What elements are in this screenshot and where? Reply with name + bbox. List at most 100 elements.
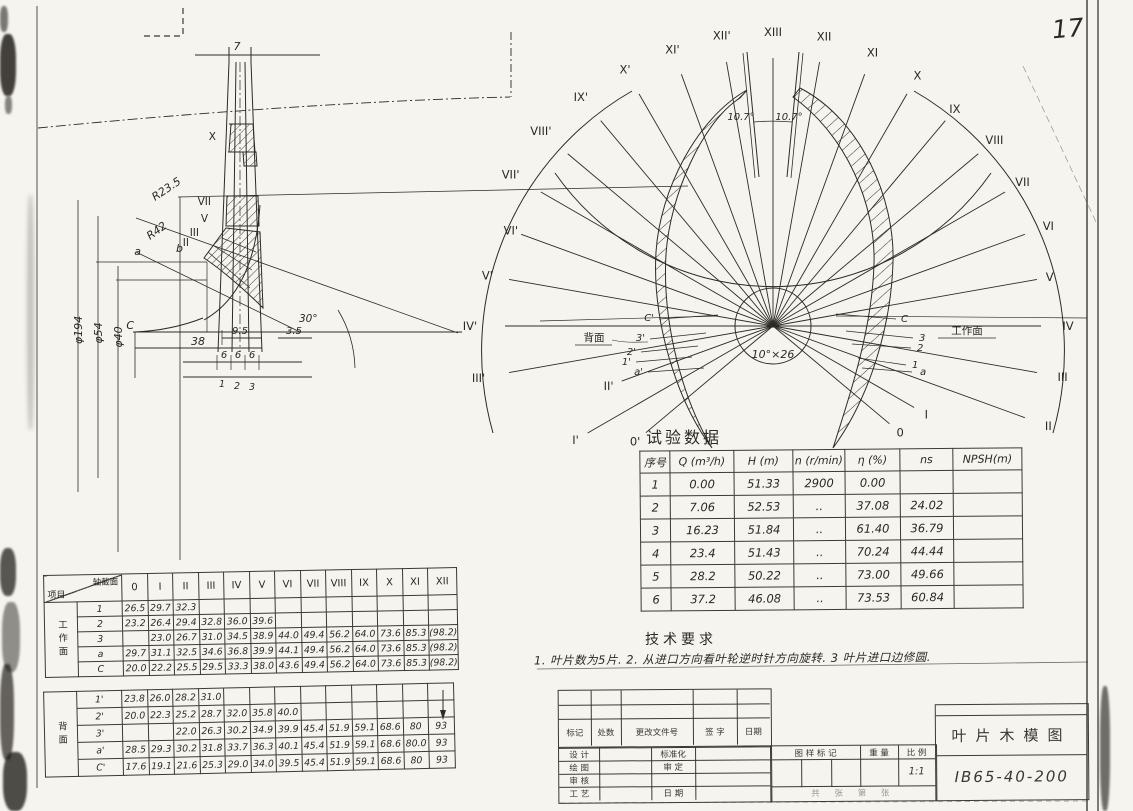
coord-cell bbox=[377, 610, 404, 627]
coord-cell: 33.7 bbox=[224, 738, 251, 757]
drawing-title-box: 叶片木模图 IB65-40-200 bbox=[934, 703, 1090, 802]
coord-cell: 20.0 bbox=[121, 706, 148, 725]
coord-cell: 59.1 bbox=[352, 735, 379, 754]
fan-ray-VIII' bbox=[567, 153, 774, 327]
corner-label-bottom: 项目 bbox=[47, 590, 66, 601]
test-cell bbox=[899, 470, 954, 494]
fan-ray-label-VIII: VIII bbox=[985, 133, 1003, 147]
dim-index-1: 1 bbox=[219, 379, 225, 390]
coord-cell: 56.2 bbox=[327, 656, 353, 673]
coord-group-label: 背面 bbox=[43, 691, 79, 778]
sig-date: 日 期 bbox=[651, 785, 697, 801]
test-col-header-6: NPSH(m) bbox=[952, 447, 1022, 471]
coord-cell: 93 bbox=[428, 733, 455, 752]
coord-row-name: C bbox=[78, 660, 124, 677]
fan-ray-X bbox=[772, 93, 908, 327]
test-cell: 4 bbox=[640, 541, 671, 566]
fan-ray-label-VI': VI' bbox=[504, 224, 518, 238]
fan-ray-0 bbox=[772, 325, 890, 425]
coord-cell bbox=[122, 630, 149, 646]
coord-cell: 80 bbox=[402, 717, 429, 736]
stream-leader-2' bbox=[640, 345, 699, 353]
coord-cell bbox=[300, 612, 327, 628]
coord-row-name: 2 bbox=[77, 615, 123, 632]
coord-cell: 39.6 bbox=[249, 613, 276, 629]
coord-cell: 31.8 bbox=[199, 739, 226, 757]
coord-cell: 22.2 bbox=[148, 659, 175, 676]
fan-ray-labels: 0IIIIIIIVVVIVIIVIIIIXXXIXIIXIIIXII'XI'X'… bbox=[463, 25, 1074, 449]
section-label-II: II bbox=[183, 237, 189, 249]
test-cell bbox=[953, 538, 1023, 563]
coord-cell bbox=[325, 685, 352, 703]
coord-cell: 56.2 bbox=[326, 626, 353, 643]
scan-artifact bbox=[0, 34, 16, 96]
fan-ray-label-VII': VII' bbox=[502, 168, 520, 182]
stream-leader-1' bbox=[635, 356, 693, 363]
coord-cell: 59.1 bbox=[351, 718, 378, 737]
test-cell: 0.00 bbox=[670, 472, 735, 496]
coord-cell: 34.5 bbox=[224, 628, 251, 645]
coord-cell: 56.2 bbox=[326, 641, 353, 658]
coord-cell: 45.4 bbox=[301, 736, 328, 755]
scan-artifact bbox=[3, 752, 27, 811]
coord-cell: 49.4 bbox=[301, 642, 328, 658]
section-label-VII: VII bbox=[198, 196, 211, 208]
coord-row-name: a bbox=[77, 645, 124, 662]
coord-cell bbox=[147, 723, 174, 741]
test-cell: 52.53 bbox=[734, 494, 794, 519]
coord-col-header-IV: IV bbox=[223, 571, 250, 600]
fan-ray-I bbox=[772, 325, 915, 408]
coord-cell: 29.7 bbox=[122, 645, 149, 661]
coord-cell: 44.1 bbox=[275, 642, 302, 659]
coord-col-header-XII: XII bbox=[427, 567, 457, 596]
fan-ray-label-IX': IX' bbox=[574, 90, 588, 104]
test-cell: 50.22 bbox=[734, 563, 794, 588]
coord-cell: 39.9 bbox=[250, 643, 277, 659]
coord-cell: 34.9 bbox=[249, 720, 276, 739]
fan-annotations: 10.7° 10.7° 10°×26 工作面 背面 bbox=[584, 112, 983, 361]
coord-cell bbox=[351, 596, 378, 612]
coord-cell: 26.0 bbox=[147, 689, 173, 707]
scan-artifact bbox=[0, 548, 16, 596]
coord-cell: 29.0 bbox=[225, 755, 251, 774]
fan-ray-VIII bbox=[772, 153, 979, 327]
coord-cell: 20.0 bbox=[123, 660, 149, 676]
coord-cell: 73.6 bbox=[377, 640, 404, 657]
test-cell: .. bbox=[793, 586, 847, 610]
scan-artifact bbox=[2, 602, 20, 672]
test-cell: 2 bbox=[640, 495, 671, 520]
coord-cell bbox=[402, 595, 429, 611]
sheet-count-note: 共 张 第 张 bbox=[811, 788, 896, 800]
fan-ray-label-XII: XII bbox=[817, 29, 832, 43]
fan-ray-X' bbox=[638, 93, 774, 327]
coord-row-name: 1 bbox=[77, 600, 123, 617]
coord-cell: 23.8 bbox=[121, 689, 148, 708]
coord-cell: 34.6 bbox=[199, 644, 226, 660]
fan-ray-IX' bbox=[600, 120, 774, 327]
coord-cell: 68.6 bbox=[377, 735, 404, 753]
coord-cell: 26.4 bbox=[147, 614, 174, 631]
test-cell: 23.4 bbox=[670, 541, 735, 565]
face-label-right: 工作面 bbox=[951, 325, 983, 337]
fan-ray-label-I': I' bbox=[572, 433, 579, 447]
coord-cell: 23.0 bbox=[148, 629, 174, 646]
coord-cell bbox=[300, 597, 327, 613]
tech-req-title: 技术要求 bbox=[645, 632, 717, 648]
coord-cell: 36.8 bbox=[224, 643, 251, 660]
section-label-X: X bbox=[209, 131, 216, 143]
fan-ray-label-I: I bbox=[925, 408, 928, 422]
coord-cell bbox=[401, 683, 428, 702]
coord-cell: 19.1 bbox=[148, 757, 175, 775]
coord-cell: 64.0 bbox=[352, 626, 378, 642]
fan-rays bbox=[505, 58, 1041, 434]
coord-cell: 73.6 bbox=[377, 625, 404, 642]
dim-index-2: 2 bbox=[234, 381, 240, 392]
stream-leader-3' bbox=[649, 332, 707, 340]
